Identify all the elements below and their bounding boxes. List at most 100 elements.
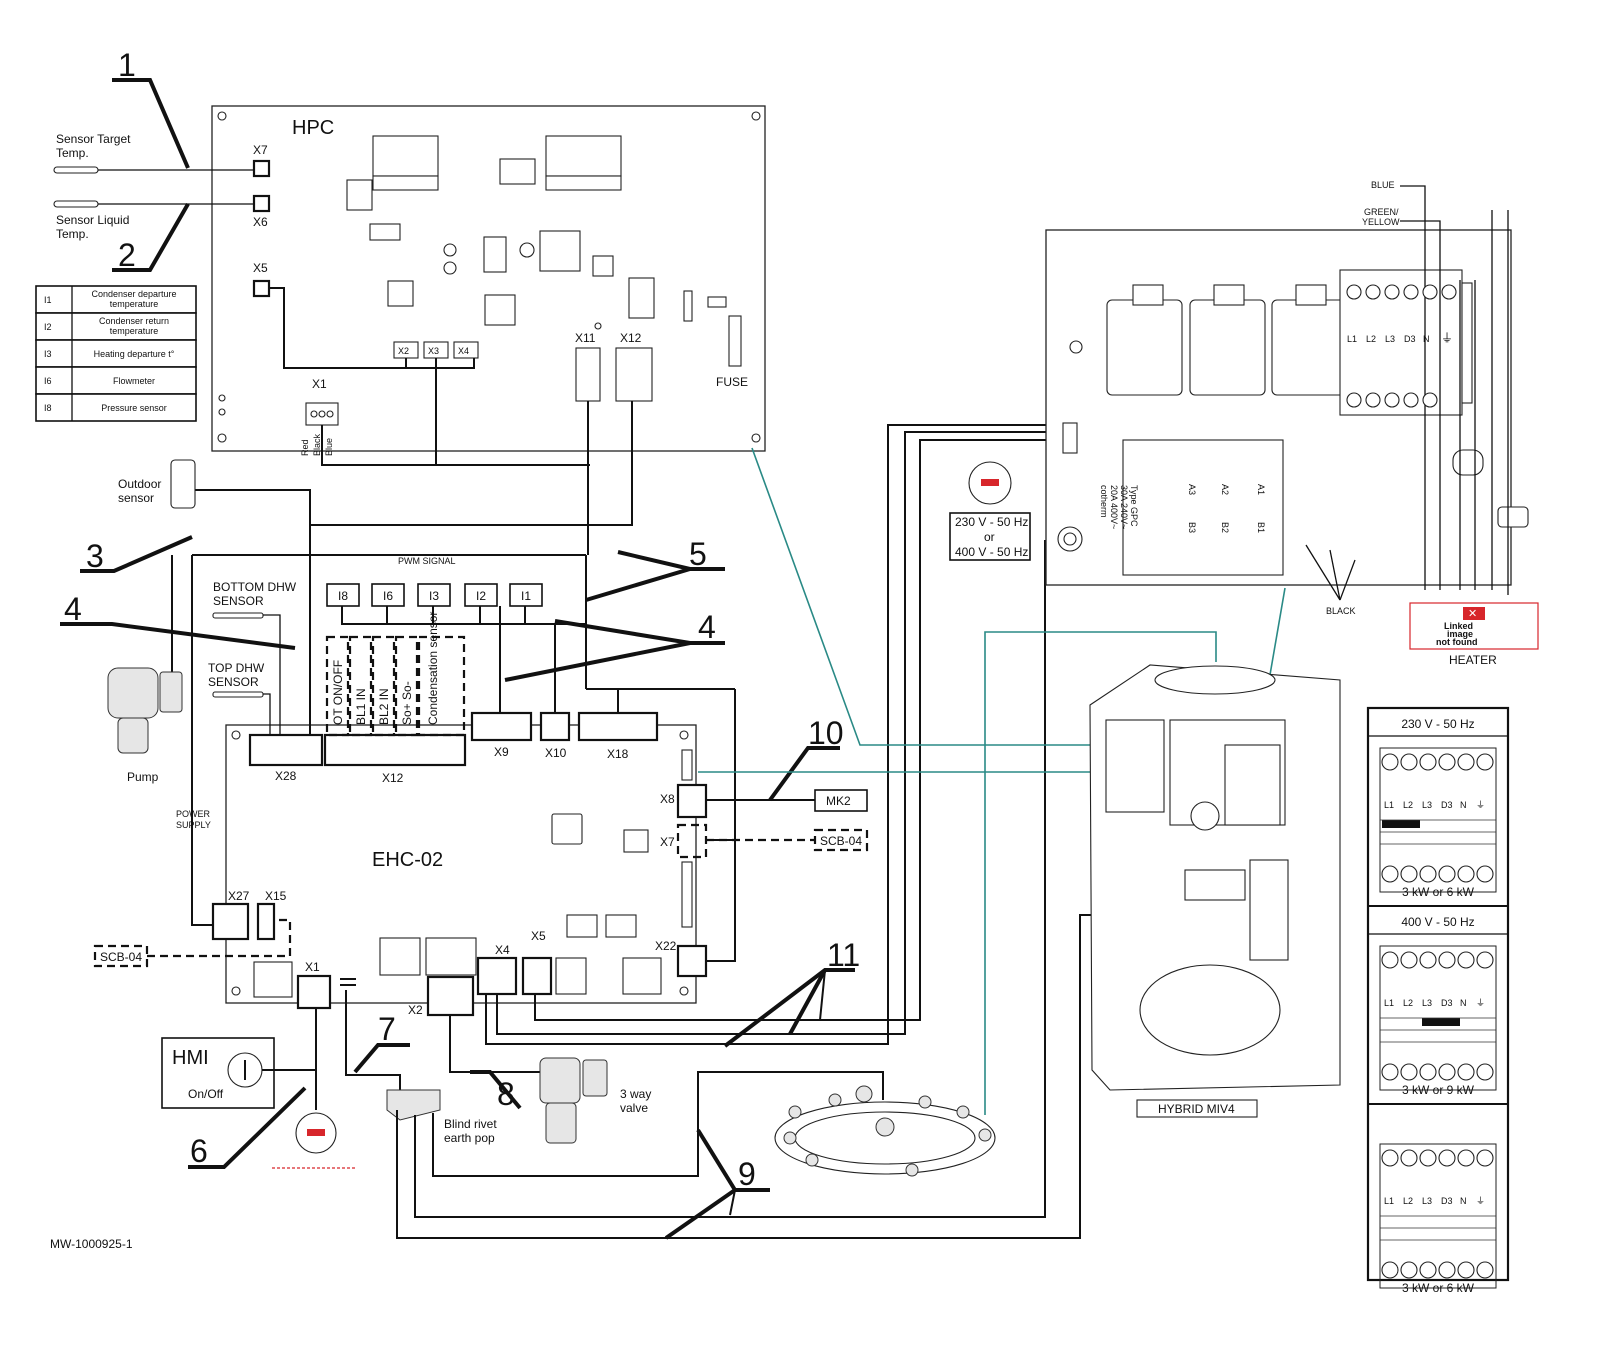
hpc-x2-label: X2	[398, 346, 409, 356]
heater-flange	[774, 1085, 996, 1177]
outdoor-sensor-label-2: sensor	[118, 491, 154, 505]
legend-row	[35, 339, 197, 368]
panel-terminal-label: L2	[1403, 1196, 1413, 1206]
terminal-screw	[1403, 284, 1419, 300]
callout-4-left: 4	[64, 591, 82, 627]
x12-input-label: OT ON/OFF	[331, 660, 345, 725]
ehc-x1-label: X1	[305, 960, 320, 974]
panel-screw	[1419, 1063, 1437, 1081]
ehc-x15-label: X15	[265, 889, 287, 903]
panel-screw	[1400, 1063, 1418, 1081]
panel-terminal-label: D3	[1441, 800, 1453, 810]
ehc-x2-label: X2	[408, 1003, 423, 1017]
terminal-screw	[1346, 392, 1362, 408]
ehc-x18-label: X18	[607, 747, 629, 761]
panel-screw	[1457, 1261, 1475, 1279]
ehc-title: EHC-02	[372, 849, 443, 871]
ehc-x9-label: X9	[494, 745, 509, 759]
panel-terminal-label: L2	[1403, 800, 1413, 810]
x12-input-column	[348, 635, 373, 737]
terminal-label: N	[1423, 334, 1430, 344]
relay-a-label: A1	[1256, 484, 1266, 495]
callout-11: 11	[827, 937, 860, 973]
blind-rivet: Blind rivet earth pop	[386, 1089, 497, 1145]
legend-code: I2	[44, 322, 52, 332]
fuse-label: FUSE	[716, 375, 748, 389]
panel-terminal-label: L1	[1384, 800, 1394, 810]
voltage-panel: 230 V - 50 Hz or 400 V - 50 Hz	[949, 461, 1031, 561]
green-yellow-label-2: YELLOW	[1362, 217, 1400, 227]
terminal-label: D3	[1404, 334, 1416, 344]
hpc-x1-label: X1	[312, 377, 327, 391]
legend-desc: Pressure sensor	[101, 403, 167, 413]
sensor-target-label-1: Sensor Target	[56, 132, 131, 146]
panel-screw	[1419, 1149, 1437, 1167]
terminal-screw	[1422, 392, 1438, 408]
scb04-left-label: SCB-04	[100, 950, 142, 964]
x12-input-column	[394, 635, 419, 737]
terminal-screw	[1365, 392, 1381, 408]
panel-earth-icon: ⏚	[1476, 800, 1485, 810]
panel-title: 400 V - 50 Hz	[1401, 915, 1474, 929]
panel-bridge	[1422, 1018, 1460, 1026]
panel-screw	[1457, 951, 1475, 969]
x12-input-label: So+ So-	[400, 681, 414, 725]
panel-screw	[1476, 951, 1494, 969]
legend-code: I8	[44, 403, 52, 413]
terminal-label: L2	[1366, 334, 1376, 344]
three-way-valve: 3 way valve	[539, 1057, 651, 1144]
pwm-signal-label: PWM SIGNAL	[398, 556, 456, 566]
earth-icon: ⏚	[1441, 331, 1453, 345]
panel-terminal-label: L3	[1422, 998, 1432, 1008]
callout-2: 2	[118, 237, 136, 273]
top-dhw-label-1: TOP DHW	[208, 661, 265, 675]
top-dhw-label-2: SENSOR	[208, 675, 259, 689]
callout-5: 5	[689, 536, 707, 572]
ehc-x28-label: X28	[275, 769, 297, 783]
panel-screw	[1476, 1149, 1494, 1167]
ehc-x22-label: X22	[655, 939, 677, 953]
legend-row	[35, 393, 197, 422]
heater-label: HEATER	[1449, 653, 1497, 667]
wire-black-label: Black	[312, 433, 322, 456]
panel-screw	[1400, 865, 1418, 883]
panel-screw	[1438, 1261, 1456, 1279]
panel-terminal-label: L1	[1384, 1196, 1394, 1206]
legend-desc: Heating departure t°	[94, 349, 175, 359]
pump-label: Pump	[127, 770, 159, 784]
hpc-x7-label: X7	[253, 143, 268, 157]
hpc-board: HPC X7 X6 X5 X2 X3 X4	[211, 105, 766, 456]
ehc-x7-label: X7	[660, 835, 675, 849]
panel-terminal-label: N	[1460, 998, 1467, 1008]
panel-earth-icon: ⏚	[1476, 998, 1485, 1008]
panel-screw	[1438, 951, 1456, 969]
heater-terminal-box: BLUE GREEN/ YELLOW BLACK Type GPC 30A 24…	[1045, 180, 1529, 616]
terminal-screw	[1384, 284, 1400, 300]
panel-terminal-label: N	[1460, 1196, 1467, 1206]
linked-image-placeholder: ✕ Linked image not found HEATER	[1409, 602, 1539, 667]
three-way-valve-label-1: 3 way	[620, 1087, 651, 1101]
panel-screw	[1476, 1063, 1494, 1081]
x12-input-column	[417, 635, 466, 737]
panel-screw	[1438, 1149, 1456, 1167]
panel-outline	[1366, 706, 1510, 1282]
panel-screw	[1457, 753, 1475, 771]
panel-screw	[1457, 1063, 1475, 1081]
x12-input-column	[371, 635, 396, 737]
type-gpc-2: 30A 240V~	[1119, 485, 1129, 529]
type-gpc-4: cotherm	[1099, 485, 1109, 518]
green-yellow-label-1: GREEN/	[1364, 207, 1399, 217]
sensor-box-label: I8	[338, 589, 348, 603]
hmi: HMI On/Off	[161, 1008, 317, 1110]
panel-terminal-label: L3	[1422, 1196, 1432, 1206]
type-gpc-3: 20A 400V~	[1109, 485, 1119, 529]
panel-caption: 3 kW or 6 kW	[1402, 885, 1475, 899]
sensor-target-label-2: Temp.	[56, 146, 89, 160]
callout-10: 10	[808, 715, 844, 751]
hmi-on-off: On/Off	[188, 1087, 224, 1101]
terminal-screw	[1403, 392, 1419, 408]
